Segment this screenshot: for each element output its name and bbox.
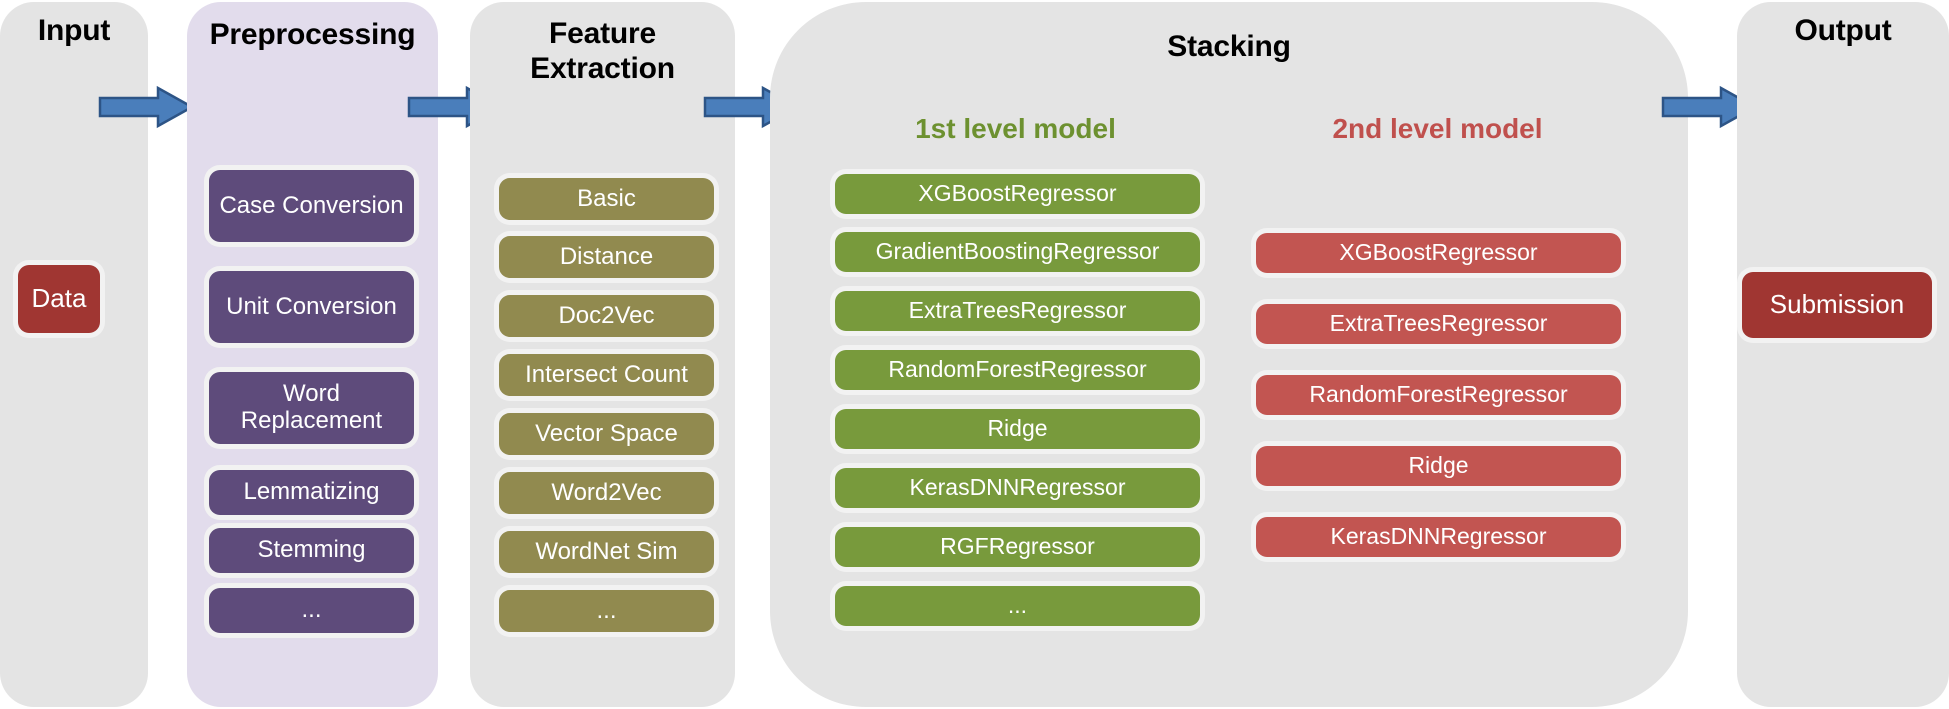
chip-distance-label: Distance: [559, 242, 654, 270]
chip-2nd-xgboostregressor[interactable]: XGBoostRegressor: [1256, 233, 1621, 273]
chip-distance[interactable]: Distance: [499, 236, 714, 278]
chip-stemming[interactable]: Stemming: [209, 528, 414, 573]
chip-case-conversion-label: Case Conversion: [219, 191, 404, 219]
chip-doc2vec-label: Doc2Vec: [558, 301, 655, 329]
chip-lemmatizing-label: Lemmatizing: [243, 478, 380, 506]
chip-lemmatizing[interactable]: Lemmatizing: [209, 470, 414, 515]
chip-2nd-ridge-label: Ridge: [1408, 452, 1469, 479]
panel-preprocessing-title: Preprocessing: [209, 18, 416, 51]
chip-word-replacement-label: Word Replacement: [240, 380, 383, 434]
chip-word2vec[interactable]: Word2Vec: [499, 472, 714, 514]
chip-data[interactable]: Data: [18, 265, 100, 333]
chip-1st-gradientboostingregressor-label: GradientBoostingRegressor: [875, 238, 1160, 265]
chip-2nd-randomforestregressor[interactable]: RandomForestRegressor: [1256, 375, 1621, 415]
chip-basic[interactable]: Basic: [499, 178, 714, 220]
chip-1st-more-label: ...: [1007, 592, 1028, 619]
chip-2nd-extratreesregressor[interactable]: ExtraTreesRegressor: [1256, 304, 1621, 344]
chip-vector-space-label: Vector Space: [535, 419, 678, 447]
arrow-input-to-preprocessing: [98, 85, 194, 129]
chip-wordnet-sim-label: WordNet Sim: [535, 537, 678, 565]
chip-submission[interactable]: Submission: [1742, 272, 1932, 338]
chip-basic-label: Basic: [577, 184, 636, 212]
chip-2nd-extratreesregressor-label: ExtraTreesRegressor: [1329, 310, 1548, 337]
panel-input: [0, 2, 148, 707]
chip-2nd-randomforestregressor-label: RandomForestRegressor: [1309, 381, 1568, 408]
chip-1st-randomforestregressor-label: RandomForestRegressor: [888, 356, 1147, 383]
chip-unit-conversion[interactable]: Unit Conversion: [209, 271, 414, 343]
chip-2nd-xgboostregressor-label: XGBoostRegressor: [1339, 239, 1538, 266]
chip-1st-more[interactable]: ...: [835, 586, 1200, 626]
chip-doc2vec[interactable]: Doc2Vec: [499, 295, 714, 337]
chip-2nd-kerasdnnregressor-label: KerasDNNRegressor: [1330, 523, 1547, 550]
panel-feature-extraction-title-line2: Extraction: [530, 52, 675, 86]
chip-1st-xgboostregressor-label: XGBoostRegressor: [918, 180, 1117, 207]
chip-1st-xgboostregressor[interactable]: XGBoostRegressor: [835, 174, 1200, 214]
panel-feature-extraction-title: Feature Extraction: [470, 16, 735, 87]
chip-1st-kerasdnnregressor-label: KerasDNNRegressor: [909, 474, 1126, 501]
chip-submission-label: Submission: [1769, 289, 1905, 320]
panel-output: [1737, 2, 1949, 707]
panel-input-title: Input: [37, 14, 111, 47]
panel-feature-extraction-title-line1: Feature: [549, 17, 656, 50]
chip-2nd-ridge[interactable]: Ridge: [1256, 446, 1621, 486]
chip-word2vec-label: Word2Vec: [551, 478, 662, 506]
chip-case-conversion[interactable]: Case Conversion: [209, 170, 414, 242]
first-level-model-heading: 1st level model: [915, 113, 1116, 144]
chip-stemming-label: Stemming: [257, 536, 366, 564]
chip-1st-kerasdnnregressor[interactable]: KerasDNNRegressor: [835, 468, 1200, 508]
chip-1st-randomforestregressor[interactable]: RandomForestRegressor: [835, 350, 1200, 390]
chip-data-label: Data: [31, 283, 87, 314]
chip-feature-extraction-more[interactable]: ...: [499, 590, 714, 632]
chip-unit-conversion-label: Unit Conversion: [226, 292, 397, 320]
chip-feature-extraction-more-label: ...: [596, 596, 617, 624]
chip-1st-rgfregressor-label: RGFRegressor: [940, 533, 1095, 560]
chip-1st-rgfregressor[interactable]: RGFRegressor: [835, 527, 1200, 567]
chip-intersect-count-label: Intersect Count: [525, 360, 688, 388]
chip-1st-extratreesregressor[interactable]: ExtraTreesRegressor: [835, 291, 1200, 331]
chip-wordnet-sim[interactable]: WordNet Sim: [499, 531, 714, 573]
chip-word-replacement[interactable]: Word Replacement: [209, 372, 414, 444]
chip-preprocessing-more[interactable]: ...: [209, 588, 414, 633]
chip-preprocessing-more-label: ...: [301, 596, 322, 624]
panel-stacking-title: Stacking: [1167, 30, 1291, 63]
chip-1st-ridge[interactable]: Ridge: [835, 409, 1200, 449]
chip-1st-ridge-label: Ridge: [987, 415, 1048, 442]
chip-vector-space[interactable]: Vector Space: [499, 413, 714, 455]
panel-output-title: Output: [1794, 14, 1892, 47]
second-level-model-heading: 2nd level model: [1332, 113, 1543, 144]
chip-1st-extratreesregressor-label: ExtraTreesRegressor: [908, 297, 1127, 324]
chip-1st-gradientboostingregressor[interactable]: GradientBoostingRegressor: [835, 232, 1200, 272]
chip-intersect-count[interactable]: Intersect Count: [499, 354, 714, 396]
chip-2nd-kerasdnnregressor[interactable]: KerasDNNRegressor: [1256, 517, 1621, 557]
